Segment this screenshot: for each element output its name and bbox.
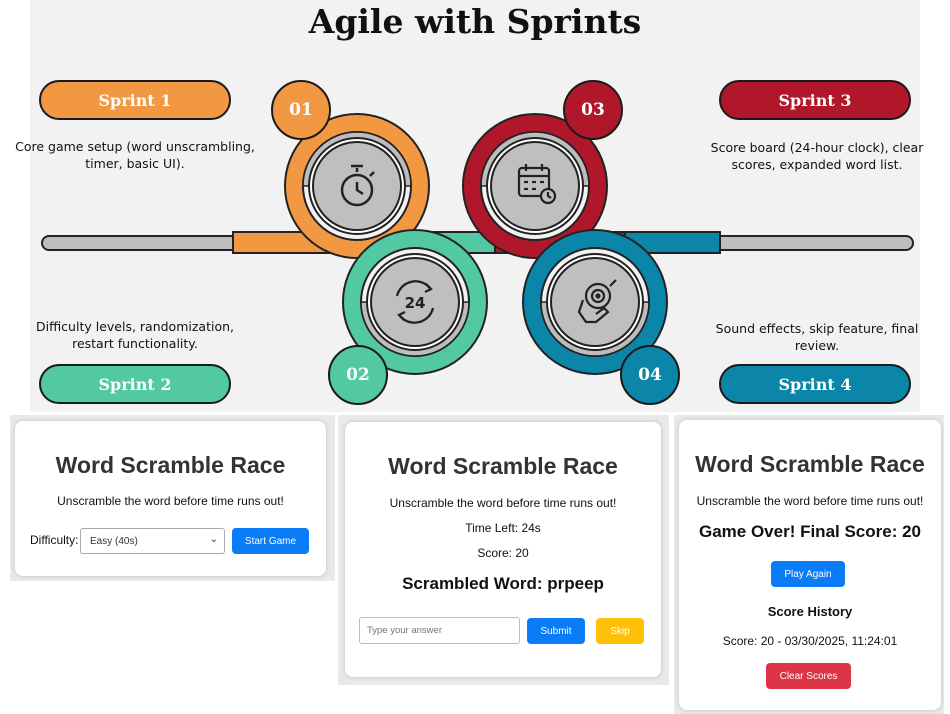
start-game-button[interactable]: Start Game bbox=[232, 528, 309, 554]
stopwatch-icon bbox=[340, 164, 375, 207]
sprint-1-ring bbox=[284, 113, 430, 259]
start-screen-panel: Word Scramble Race Unscramble the word b… bbox=[10, 415, 335, 581]
start-game-title: Word Scramble Race bbox=[55, 452, 286, 478]
answer-input[interactable] bbox=[359, 617, 520, 644]
game-title: Word Scramble Race bbox=[388, 453, 618, 479]
sprint-4-ring bbox=[522, 229, 668, 375]
difficulty-label: Difficulty: bbox=[30, 533, 79, 547]
hand-target-icon bbox=[577, 279, 617, 324]
scrambled-word: Scrambled Word: prpeep bbox=[402, 574, 604, 593]
score-history-entry: Score: 20 - 03/30/2025, 11:24:01 bbox=[722, 634, 898, 648]
sprint-3-ring bbox=[462, 113, 608, 259]
sprint-2-number: 02 bbox=[328, 345, 388, 405]
game-over-card: Word Scramble Race Unscramble the word b… bbox=[679, 420, 941, 710]
game-over-title: Word Scramble Race bbox=[695, 451, 925, 477]
sprint-4-number: 04 bbox=[620, 345, 680, 405]
sprint-4-description: Sound effects, skip feature, final revie… bbox=[715, 321, 919, 353]
game-subtitle: Unscramble the word before time runs out… bbox=[389, 496, 617, 510]
sprint-timeline-graphic: 24 bbox=[41, 113, 914, 375]
final-score: Game Over! Final Score: 20 bbox=[698, 522, 922, 541]
calendar-clock-icon bbox=[517, 164, 557, 205]
sprint-4-pill: Sprint 4 bbox=[719, 364, 911, 404]
start-subtitle: Unscramble the word before time runs out… bbox=[57, 494, 284, 508]
difficulty-selected-value: Easy (40s) bbox=[90, 535, 138, 547]
chevron-down-icon: ⌄ bbox=[209, 534, 218, 545]
game-screen-card: Word Scramble Race Unscramble the word b… bbox=[345, 422, 661, 677]
skip-button[interactable]: Skip bbox=[596, 618, 644, 644]
agile-sprints-infographic: 24 Agile with Sprints Sprint 1 Sprint 2 … bbox=[15, 0, 923, 412]
current-score: Score: 20 bbox=[477, 546, 529, 560]
svg-text:24: 24 bbox=[405, 294, 426, 312]
sprint-3-description: Score board (24-hour clock), clear score… bbox=[710, 140, 924, 172]
game-screen-panel: Word Scramble Race Unscramble the word b… bbox=[338, 415, 669, 685]
start-screen-card: Word Scramble Race Unscramble the word b… bbox=[15, 421, 326, 576]
sprint-1-pill: Sprint 1 bbox=[39, 80, 231, 120]
sprint-2-ring: 24 bbox=[342, 229, 488, 375]
game-over-subtitle: Unscramble the word before time runs out… bbox=[696, 494, 924, 508]
sprint-3-pill: Sprint 3 bbox=[719, 80, 911, 120]
clear-scores-button[interactable]: Clear Scores bbox=[766, 663, 851, 689]
time-left: Time Left: 24s bbox=[465, 521, 541, 535]
difficulty-select[interactable]: Easy (40s) ⌄ bbox=[80, 528, 225, 554]
sprint-1-description: Core game setup (word unscrambling, time… bbox=[15, 139, 255, 171]
score-history-title: Score History bbox=[767, 604, 853, 619]
sprint-2-description: Difficulty levels, randomization, restar… bbox=[36, 319, 234, 351]
submit-button[interactable]: Submit bbox=[527, 618, 585, 644]
24-hour-cycle-icon: 24 bbox=[395, 280, 435, 324]
play-again-button[interactable]: Play Again bbox=[771, 561, 845, 587]
game-over-screen-panel: Word Scramble Race Unscramble the word b… bbox=[674, 415, 944, 714]
sprint-3-number: 03 bbox=[563, 80, 623, 140]
sprint-1-number: 01 bbox=[271, 80, 331, 140]
sprint-2-pill: Sprint 2 bbox=[39, 364, 231, 404]
infographic-title: Agile with Sprints bbox=[308, 2, 642, 41]
